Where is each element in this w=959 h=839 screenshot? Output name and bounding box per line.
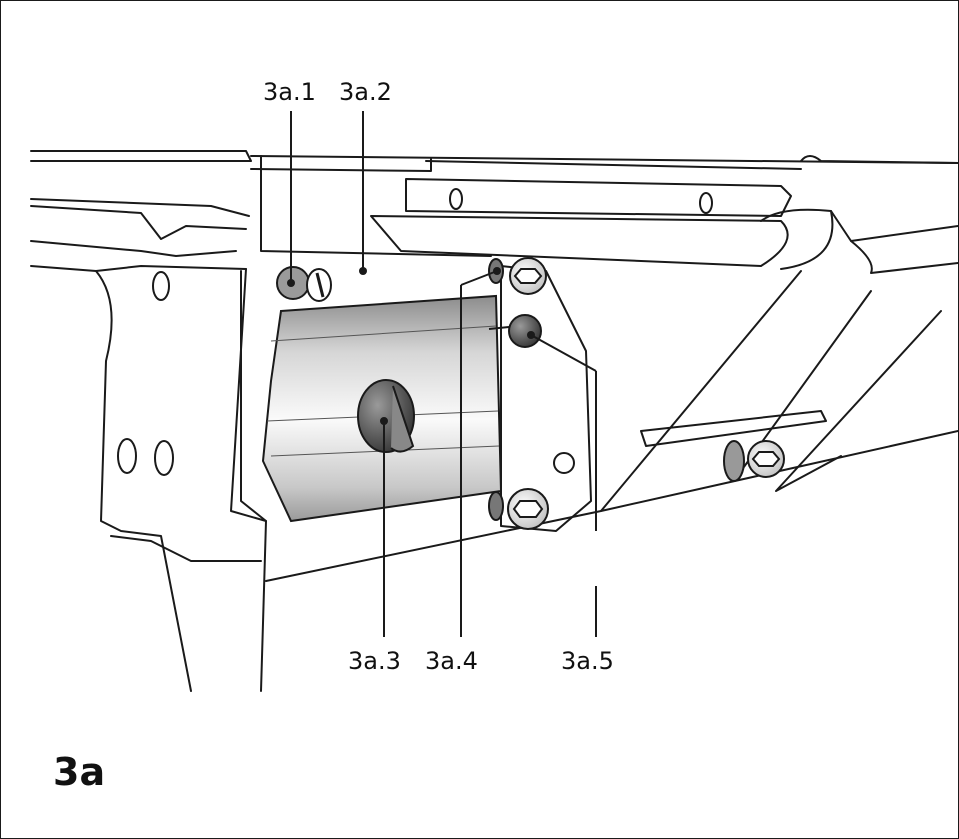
callout-3a1: 3a.1 (263, 78, 316, 106)
leader-lines (290, 111, 597, 637)
callout-3a5: 3a.5 (561, 647, 614, 675)
extension-rail (405, 178, 792, 217)
callout-3a4: 3a.4 (425, 647, 478, 675)
callout-3a3: 3a.3 (348, 647, 401, 675)
screw-3a1 (276, 266, 332, 302)
knob-3a3 (357, 379, 415, 453)
left-leg (95, 270, 192, 692)
knob-3a5 (488, 314, 542, 348)
mounting-bracket (500, 265, 592, 532)
table-top-left (30, 150, 252, 162)
callout-3a2: 3a.2 (339, 78, 392, 106)
figure-label: 3a (53, 750, 106, 794)
